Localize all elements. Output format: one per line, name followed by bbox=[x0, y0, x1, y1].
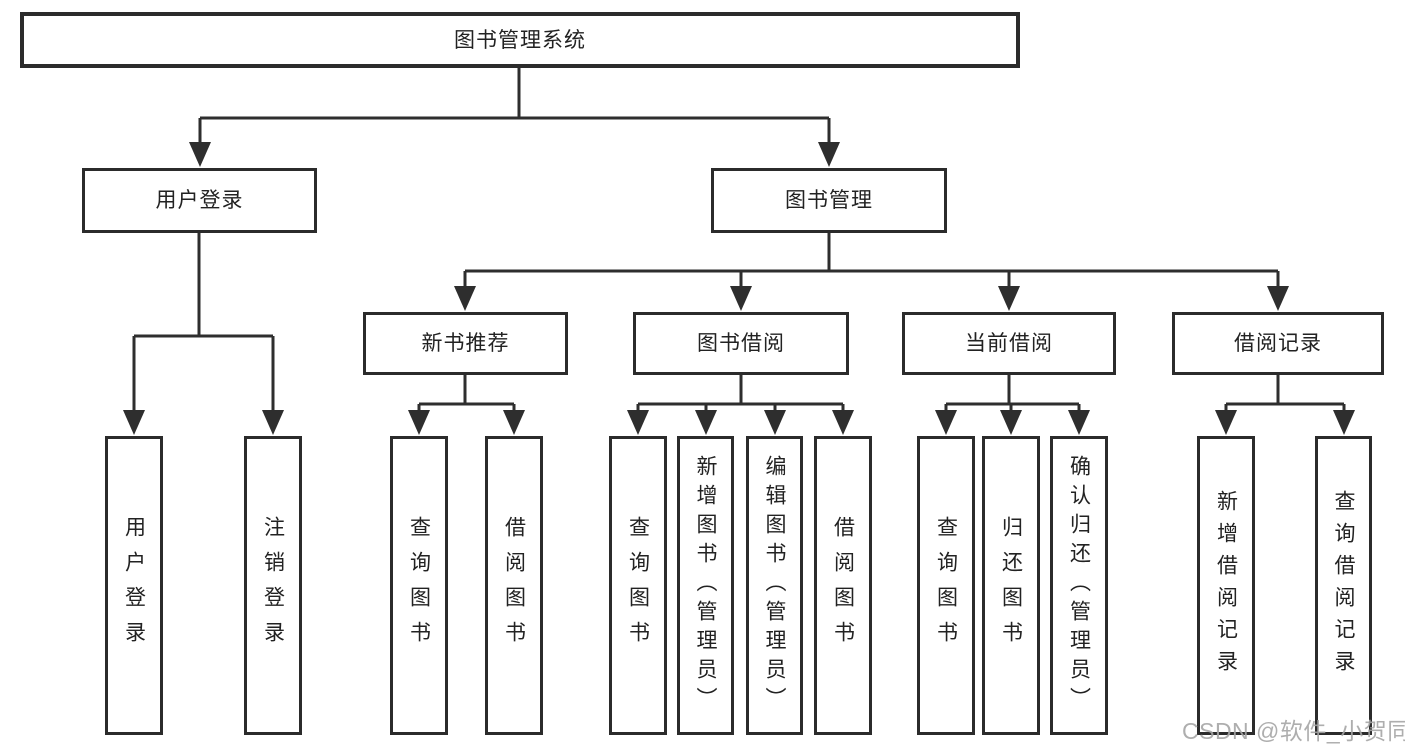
node-label: 确认归还（管理员） bbox=[1067, 455, 1091, 716]
leaf-return-book: 归还图书 bbox=[982, 436, 1040, 735]
node-label: 查询借阅记录 bbox=[1332, 489, 1355, 682]
node-book-management: 图书管理 bbox=[711, 168, 947, 233]
node-label: 借阅图书 bbox=[831, 515, 855, 656]
node-label: 新增借阅记录 bbox=[1214, 489, 1238, 682]
node-label: 借阅图书 bbox=[502, 515, 526, 656]
leaf-query-books-recommend: 查询图书 bbox=[390, 436, 448, 735]
node-label: 归还图书 bbox=[999, 515, 1023, 656]
node-user-login: 用户登录 bbox=[82, 168, 317, 233]
leaf-add-borrow-record: 新增借阅记录 bbox=[1197, 436, 1255, 735]
leaf-logout: 注销登录 bbox=[244, 436, 302, 735]
node-label: 图书管理系统 bbox=[454, 28, 586, 52]
node-borrowing-records: 借阅记录 bbox=[1172, 312, 1384, 375]
leaf-confirm-return-admin: 确认归还（管理员） bbox=[1050, 436, 1108, 735]
node-book-borrowing: 图书借阅 bbox=[633, 312, 849, 375]
node-label: 图书借阅 bbox=[697, 332, 785, 355]
node-label: 新增图书（管理员） bbox=[694, 455, 717, 716]
node-label: 图书管理 bbox=[785, 189, 873, 212]
leaf-query-books-current: 查询图书 bbox=[917, 436, 975, 735]
node-label: 查询图书 bbox=[407, 515, 431, 656]
node-new-book-recommend: 新书推荐 bbox=[363, 312, 568, 375]
leaf-borrow-books-recommend: 借阅图书 bbox=[485, 436, 543, 735]
leaf-query-borrow-record: 查询借阅记录 bbox=[1315, 436, 1372, 735]
node-library-system: 图书管理系统 bbox=[20, 12, 1020, 68]
node-label: 用户登录 bbox=[122, 515, 146, 656]
leaf-borrow-books: 借阅图书 bbox=[814, 436, 872, 735]
leaf-query-books-borrow: 查询图书 bbox=[609, 436, 667, 735]
node-label: 编辑图书（管理员） bbox=[763, 455, 786, 716]
node-label: 查询图书 bbox=[626, 515, 650, 656]
node-current-borrowing: 当前借阅 bbox=[902, 312, 1116, 375]
node-label: 当前借阅 bbox=[965, 332, 1053, 355]
node-label: 注销登录 bbox=[261, 515, 285, 656]
node-label: 用户登录 bbox=[155, 189, 244, 212]
leaf-edit-book-admin: 编辑图书（管理员） bbox=[746, 436, 803, 735]
node-label: 借阅记录 bbox=[1234, 332, 1322, 355]
leaf-add-book-admin: 新增图书（管理员） bbox=[677, 436, 734, 735]
node-label: 查询图书 bbox=[934, 515, 958, 656]
leaf-user-login: 用户登录 bbox=[105, 436, 163, 735]
watermark-text: CSDN @软件_小贺同学 bbox=[1182, 718, 1405, 744]
node-label: 新书推荐 bbox=[421, 332, 510, 355]
